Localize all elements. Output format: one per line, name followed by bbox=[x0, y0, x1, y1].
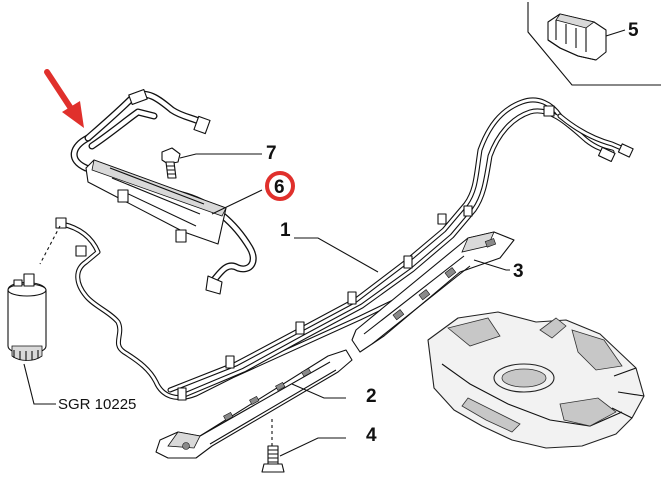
bracket-part-3 bbox=[351, 231, 515, 353]
part-5-inset bbox=[527, 2, 661, 86]
clip-part-5 bbox=[547, 13, 607, 61]
callout-5: 5 bbox=[628, 20, 639, 41]
pointer-arrow-icon bbox=[44, 69, 84, 128]
highlight-ring bbox=[265, 171, 295, 201]
pipe-assembly-part-6 bbox=[70, 89, 263, 295]
callout-4: 4 bbox=[366, 425, 377, 446]
callout-7: 7 bbox=[266, 143, 277, 164]
highlighted-callout-6: 6 bbox=[265, 171, 295, 201]
callout-6: 6 bbox=[274, 177, 285, 198]
fuel-tank bbox=[427, 311, 645, 449]
fuel-filter bbox=[7, 225, 61, 405]
callout-3: 3 bbox=[513, 261, 524, 282]
callout-1: 1 bbox=[280, 220, 291, 241]
bolt-part-7 bbox=[161, 147, 262, 179]
screw-part-4 bbox=[261, 416, 346, 473]
bracket-part-2 bbox=[155, 349, 353, 459]
fuel-lines-part-1 bbox=[55, 97, 634, 401]
filter-reference-code: SGR 10225 bbox=[58, 396, 136, 413]
callout-2: 2 bbox=[366, 386, 377, 407]
